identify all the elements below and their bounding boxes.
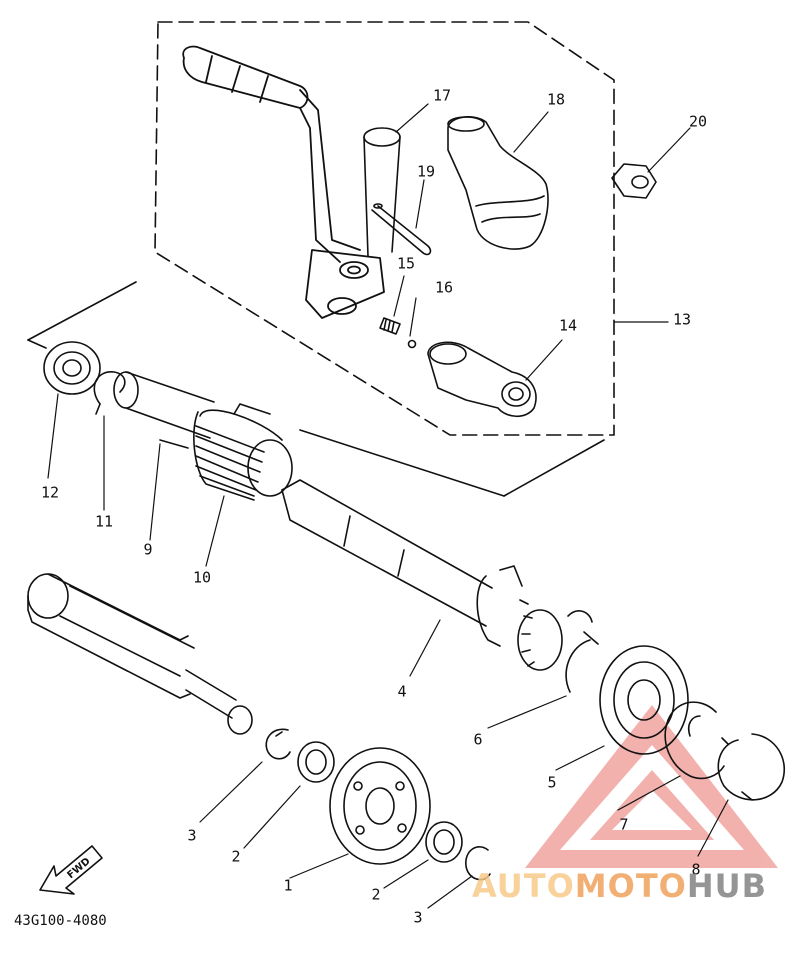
- nut-20: [611, 163, 657, 199]
- diagram-code: 43G100-4080: [14, 913, 107, 929]
- callout-14: 14: [558, 316, 578, 335]
- kick-lever: [182, 45, 385, 319]
- callout-2a: 2: [231, 847, 241, 866]
- main-axle: [27, 573, 253, 735]
- torsion-spring-10: [193, 403, 293, 501]
- callout-18: 18: [546, 90, 566, 109]
- callout-8: 8: [691, 860, 701, 879]
- pin-17: [363, 127, 401, 257]
- fwd-arrow-icon: [39, 845, 103, 895]
- circlip-11: [93, 371, 126, 415]
- callout-3b: 3: [413, 908, 423, 927]
- callout-12: 12: [40, 483, 60, 502]
- callout-20: 20: [688, 112, 708, 131]
- callout-15: 15: [396, 254, 416, 273]
- callout-1: 1: [283, 876, 293, 895]
- watermark-text: AUTOMOTOHUB: [472, 870, 767, 902]
- circlip-8: [717, 733, 786, 801]
- callout-2b: 2: [371, 885, 381, 904]
- circlip-3b: [465, 846, 491, 881]
- callout-4: 4: [397, 682, 407, 701]
- callout-7: 7: [619, 815, 629, 834]
- group-outline: [27, 281, 605, 497]
- watermark-auto: AUTO: [472, 867, 575, 905]
- spring-15: [379, 317, 401, 335]
- watermark-logo: [525, 705, 778, 868]
- assembly-outline-13: [154, 21, 615, 436]
- bushing-9: [113, 371, 215, 449]
- callout-13: 13: [672, 310, 692, 329]
- callout-3a: 3: [187, 826, 197, 845]
- callout-9: 9: [143, 540, 153, 559]
- circlip-3a: [265, 728, 291, 760]
- washer-2a: [297, 741, 335, 783]
- callout-11: 11: [94, 512, 114, 531]
- kick-axle-4: [281, 479, 563, 671]
- ball-16: [407, 339, 417, 349]
- oil-seal-12: [43, 341, 101, 395]
- watermark-hub: HUB: [686, 867, 768, 905]
- kick-gear-5: [599, 645, 689, 755]
- callout-19: 19: [416, 162, 436, 181]
- callout-6: 6: [473, 730, 483, 749]
- clip-7: [664, 701, 725, 780]
- cover-18: [447, 116, 549, 250]
- boss-14: [427, 341, 537, 418]
- callout-17: 17: [432, 86, 452, 105]
- leader-lines: [47, 103, 729, 909]
- idle-gear-1: [329, 747, 431, 865]
- callout-10: 10: [192, 568, 212, 587]
- watermark-moto: MOTO: [574, 867, 687, 905]
- callout-16: 16: [434, 278, 454, 297]
- cotter-pin-19: [371, 205, 432, 256]
- callout-5: 5: [547, 773, 557, 792]
- clip-6: [565, 610, 599, 693]
- washer-2b: [425, 821, 463, 863]
